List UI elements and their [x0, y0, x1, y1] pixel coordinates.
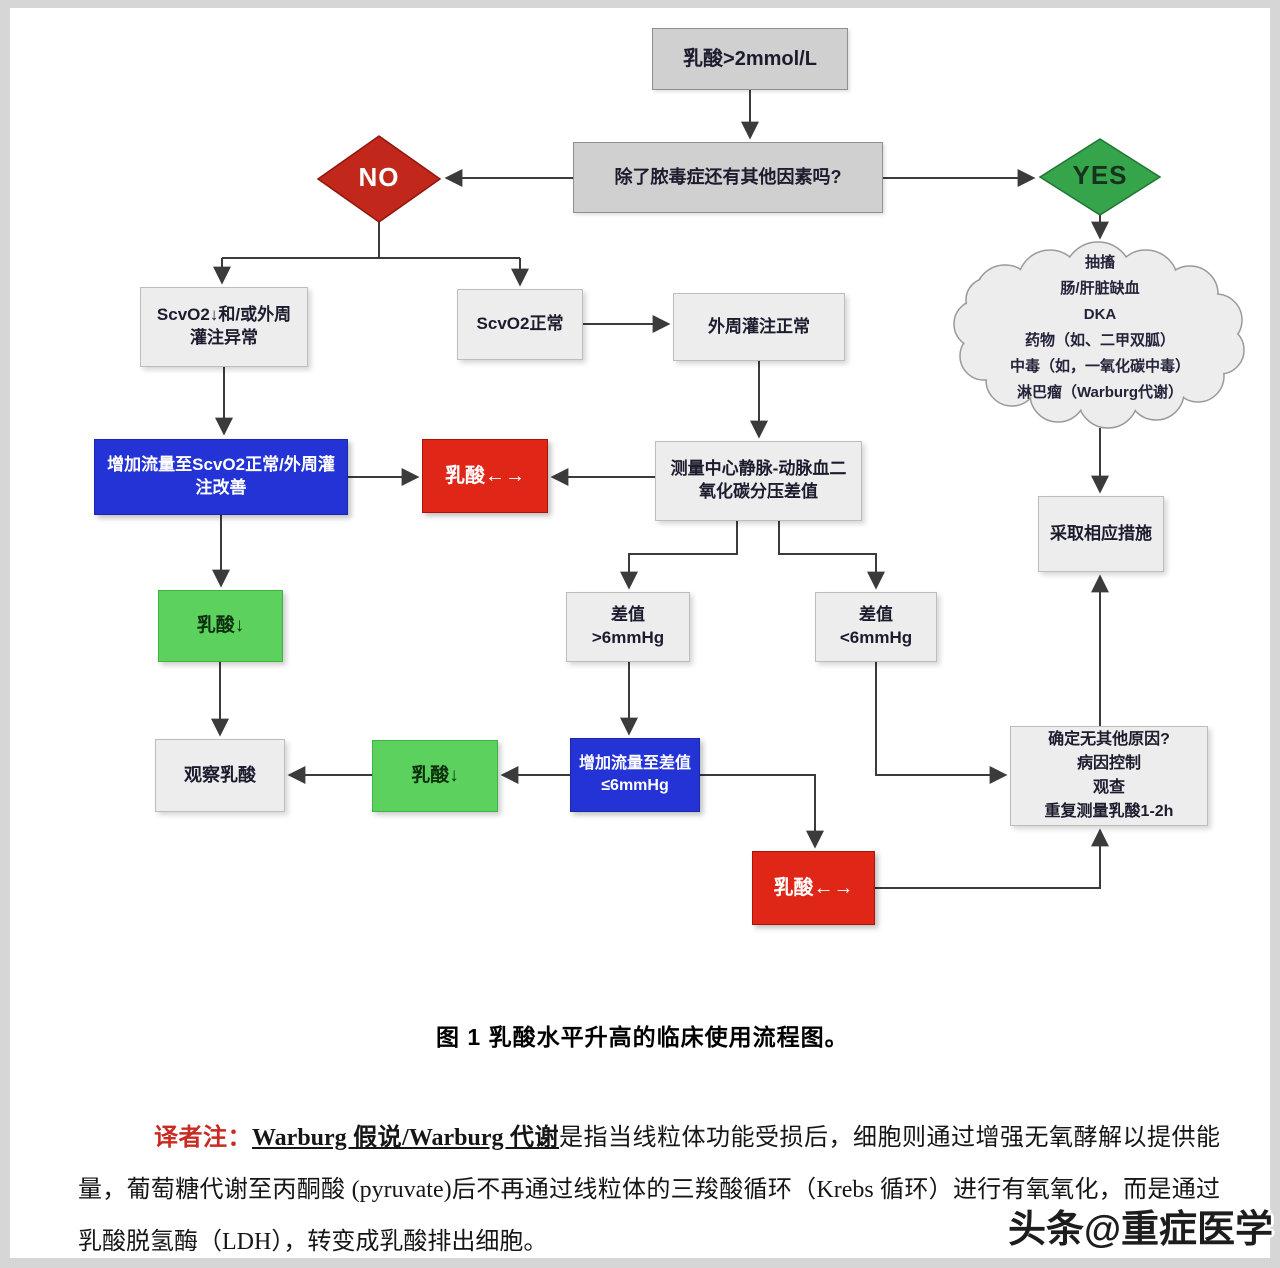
cloud-cause: 药物（如、二甲双胍）: [1024, 332, 1175, 349]
node-lactate-down-1: 乳酸↓: [158, 590, 283, 662]
node-question-sepsis: 除了脓毒症还有其他因素吗?: [573, 142, 883, 213]
figure-caption: 图 1 乳酸水平升高的临床使用流程图。: [436, 1024, 849, 1050]
decision-yes-label: YES: [1072, 160, 1128, 190]
node-diff-high: 差值>6mmHg: [566, 592, 690, 662]
node-perfusion-normal: 外周灌注正常: [673, 293, 845, 361]
cloud-cause: DKA: [1083, 306, 1117, 323]
note-term: Warburg 假说/Warburg 代谢: [252, 1125, 560, 1151]
node-observe-lactate: 观察乳酸: [155, 739, 285, 812]
cloud-cause: 抽搐: [1084, 254, 1115, 271]
note-prefix: 译者注：: [154, 1125, 252, 1151]
node-lactate-down-2: 乳酸↓: [372, 740, 498, 812]
confirm-line: 重复测量乳酸1-2h: [1044, 803, 1174, 820]
node-diff-low: 差值<6mmHg: [815, 592, 937, 662]
node-measure-co2-gap: 测量中心静脉-动脉血二氧化碳分压差值: [655, 441, 862, 521]
confirm-line: 观查: [1092, 779, 1125, 796]
confirm-line: 确定无其他原因?: [1048, 731, 1170, 748]
cloud-cause: 淋巴瘤（Warburg代谢）: [1016, 384, 1184, 401]
node-confirm-no-other-cause: 确定无其他原因? 病因控制 观查 重复测量乳酸1-2h: [1010, 726, 1208, 826]
node-lactate-unchanged-1: 乳酸←→: [422, 439, 548, 513]
note-body: 是指当线粒体功能受损后，细胞则通过增强无氧酵解以提供能量，葡萄糖代谢至丙酮酸 (…: [78, 1125, 1220, 1255]
node-lactate-start: 乳酸>2mmol/L: [652, 28, 848, 90]
node-scvo2-low: ScvO2↓和/或外周灌注异常: [140, 287, 308, 367]
cloud-cause: 中毒（如，一氧化碳中毒）: [1009, 358, 1190, 375]
node-increase-flow-scvo2: 增加流量至ScvO2正常/外周灌注改善: [94, 439, 348, 515]
node-take-measures: 采取相应措施: [1038, 496, 1164, 572]
node-scvo2-normal: ScvO2正常: [457, 289, 583, 360]
cloud-cause: 肠/肝脏缺血: [1060, 280, 1140, 297]
cloud-causes-list: 抽搐 肠/肝脏缺血 DKA 药物（如、二甲双胍） 中毒（如，一氧化碳中毒） 淋巴…: [958, 250, 1242, 406]
confirm-line: 病因控制: [1076, 755, 1141, 772]
document-page: NO YES 乳酸>2mmol/L 除了脓毒症还有其他因素吗? ScvO2↓和/…: [10, 8, 1273, 1258]
watermark: 头条@重症医学: [1008, 1209, 1274, 1251]
translator-note: 译者注：Warburg 假说/Warburg 代谢是指当线粒体功能受损后，细胞则…: [78, 1112, 1220, 1268]
decision-no-label: NO: [358, 162, 400, 192]
node-lactate-unchanged-2: 乳酸←→: [752, 851, 875, 925]
node-increase-flow-diff: 增加流量至差值≤6mmHg: [570, 738, 700, 812]
